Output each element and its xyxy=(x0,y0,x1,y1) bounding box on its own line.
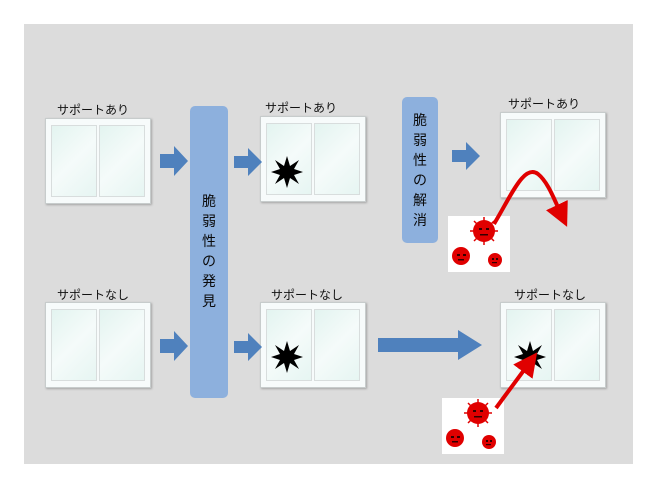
resolve-char: 性 xyxy=(413,153,427,169)
discover-char: 発 xyxy=(202,274,216,290)
diagram-stage: サポートあり サポートあり サポートあり サポートなし サポートなし サポートな… xyxy=(24,24,633,464)
label-support-no-1: サポートなし xyxy=(57,288,130,302)
resolve-char: 解 xyxy=(413,193,427,209)
right-arrow-icon xyxy=(452,142,480,170)
right-arrow-icon xyxy=(160,331,188,361)
discover-char: の xyxy=(202,254,216,270)
burst-icon xyxy=(271,341,303,373)
label-support-yes-1: サポートあり xyxy=(57,103,130,117)
resolve-char: の xyxy=(413,173,427,189)
resolve-char: 脆 xyxy=(413,113,427,129)
long-right-arrow-icon xyxy=(378,330,482,360)
window-icon xyxy=(45,302,151,388)
window-icon xyxy=(260,116,366,202)
right-arrow-icon xyxy=(234,333,262,361)
label-support-no-2: サポートなし xyxy=(271,288,344,302)
window-icon xyxy=(500,112,606,198)
right-arrow-icon xyxy=(234,148,262,176)
label-support-yes-2: サポートあり xyxy=(265,101,338,115)
resolve-char: 弱 xyxy=(413,133,427,149)
label-support-no-3: サポートなし xyxy=(514,288,587,302)
discover-char: 性 xyxy=(202,234,216,250)
discover-char: 脆 xyxy=(202,194,216,210)
discover-char: 弱 xyxy=(202,214,216,230)
burst-icon xyxy=(271,156,303,188)
attack-arrows xyxy=(492,170,568,410)
label-support-yes-3: サポートあり xyxy=(508,97,581,111)
resolve-char: 消 xyxy=(413,213,427,229)
window-icon xyxy=(260,302,366,388)
discover-box: 脆 弱 性 の 発 見 xyxy=(190,106,228,398)
resolve-box: 脆 弱 性 の 解 消 xyxy=(402,97,438,243)
virus-group xyxy=(448,216,510,272)
discover-char: 見 xyxy=(202,294,216,310)
virus-group xyxy=(442,398,504,454)
window-icon xyxy=(45,118,151,204)
right-arrow-icon xyxy=(160,146,188,176)
burst-icon xyxy=(514,341,546,373)
